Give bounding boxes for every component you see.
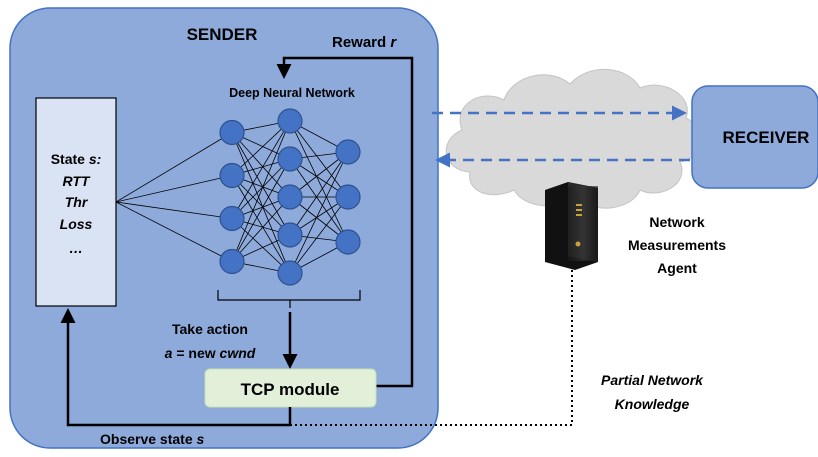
network-nodes bbox=[219, 108, 361, 286]
network-edge bbox=[289, 120, 349, 243]
action-middle: = new bbox=[176, 345, 219, 361]
network-bracket bbox=[217, 290, 361, 308]
hidden-node bbox=[277, 260, 303, 286]
network-edge bbox=[231, 158, 291, 219]
network-edge bbox=[231, 120, 291, 219]
network-edge bbox=[289, 196, 349, 274]
network-edge bbox=[231, 132, 291, 198]
state-item-more: … bbox=[69, 240, 83, 256]
hidden-node bbox=[277, 184, 303, 210]
agent-line3: Agent bbox=[657, 260, 697, 276]
observe-symbol: s bbox=[197, 431, 205, 447]
action-symbol: a bbox=[165, 345, 173, 361]
network-edge bbox=[231, 175, 291, 274]
action-line2: a = new cwnd bbox=[165, 345, 256, 361]
receiver-label: RECEIVER bbox=[723, 128, 810, 147]
agent-line2: Measurements bbox=[628, 237, 726, 253]
action-cwnd: cwnd bbox=[220, 345, 256, 361]
network-edge bbox=[231, 196, 291, 262]
server-icon bbox=[545, 182, 598, 270]
reward-arrow bbox=[276, 56, 414, 388]
network-edge bbox=[231, 175, 291, 236]
state-input-edge bbox=[115, 201, 233, 219]
knowledge-line1: Partial Network bbox=[601, 372, 704, 388]
output-node bbox=[335, 184, 361, 210]
network-edge bbox=[231, 132, 291, 274]
input-node bbox=[219, 162, 245, 189]
network-edge bbox=[289, 120, 349, 198]
reward-label-text: Reward bbox=[332, 34, 386, 51]
partial-knowledge-link bbox=[290, 270, 573, 426]
state-input-edge bbox=[115, 201, 233, 262]
state-title: State s: bbox=[51, 151, 102, 167]
input-node bbox=[219, 205, 245, 232]
action-line1: Take action bbox=[172, 321, 248, 337]
state-item-thr: Thr bbox=[65, 194, 89, 210]
knowledge-line2: Knowledge bbox=[615, 396, 690, 412]
network-edge bbox=[289, 151, 349, 274]
dnn-title: Deep Neural Network bbox=[229, 86, 355, 100]
hidden-node bbox=[277, 108, 303, 134]
network-edge bbox=[289, 158, 349, 243]
tcp-module-label: TCP module bbox=[241, 380, 340, 399]
output-node bbox=[335, 229, 361, 255]
hidden-node bbox=[277, 146, 303, 172]
state-symbol: s: bbox=[89, 151, 101, 167]
network-edge bbox=[231, 120, 291, 262]
output-node bbox=[335, 139, 361, 165]
observe-label-text: Observe state bbox=[100, 431, 193, 447]
observe-label: Observe state s bbox=[100, 431, 205, 447]
state-item-loss: Loss bbox=[60, 216, 93, 232]
state-input-edge bbox=[115, 175, 233, 203]
network-edge bbox=[231, 218, 291, 274]
state-box bbox=[35, 97, 117, 307]
observe-arrow bbox=[60, 308, 292, 427]
reward-symbol: r bbox=[390, 34, 397, 51]
network-edge bbox=[289, 151, 349, 236]
state-to-input-links bbox=[115, 132, 233, 262]
network-edge bbox=[231, 132, 291, 236]
input-node bbox=[219, 248, 245, 275]
network-edge bbox=[231, 120, 291, 176]
sender-title: SENDER bbox=[187, 25, 258, 44]
receiver-box bbox=[691, 85, 818, 189]
agent-line1: Network bbox=[649, 214, 704, 230]
hidden-node bbox=[277, 222, 303, 248]
input-node bbox=[219, 119, 245, 146]
state-input-edge bbox=[115, 132, 233, 203]
state-item-rtt: RTT bbox=[63, 173, 91, 189]
state-title-text: State bbox=[51, 151, 85, 167]
network-edge bbox=[231, 158, 291, 262]
reward-label: Reward r bbox=[332, 34, 397, 51]
